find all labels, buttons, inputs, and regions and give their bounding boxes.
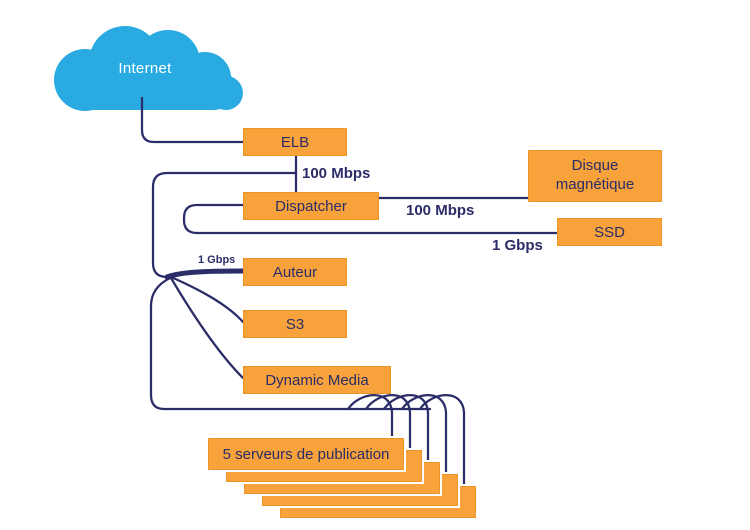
node-serveurs-publication: 5 serveurs de publication	[208, 438, 404, 470]
node-elb-label: ELB	[280, 133, 310, 151]
edge-hook-publication-3	[382, 394, 430, 466]
label-dispatcher-disque-bandwidth: 100 Mbps	[406, 202, 475, 219]
node-ssd: SSD	[557, 218, 662, 246]
edge-hook-publication-2	[364, 394, 412, 454]
label-elb-dispatcher-bandwidth: 100 Mbps	[302, 165, 371, 182]
node-elb: ELB	[243, 128, 347, 156]
node-dispatcher-label: Dispatcher	[275, 197, 347, 215]
node-dispatcher: Dispatcher	[243, 192, 379, 220]
node-dynamic-media-label: Dynamic Media	[265, 371, 369, 389]
edge-junction-publication-trunk	[149, 276, 432, 411]
edge-junction-dynamic-media	[169, 276, 245, 380]
edge-dispatcher-ssd	[182, 203, 559, 235]
internet-label: Internet	[118, 60, 172, 77]
node-auteur-label: Auteur	[272, 263, 318, 281]
edge-junction-s3	[169, 275, 245, 324]
edge-junction-auteur	[164, 268, 246, 280]
internet-cloud-icon	[54, 26, 243, 111]
node-auteur: Auteur	[243, 258, 347, 286]
node-disque-magnetique: Disque magnétique	[528, 150, 662, 202]
node-s3: S3	[243, 310, 347, 338]
edge-hook-publication-4	[400, 394, 448, 478]
edge-trunk-left	[151, 171, 298, 279]
node-serveurs-publication-label: 5 serveurs de publication	[222, 445, 390, 463]
node-ssd-label: SSD	[594, 223, 625, 241]
edge-hook-publication-5	[418, 394, 466, 490]
node-dynamic-media: Dynamic Media	[243, 366, 391, 394]
node-s3-label: S3	[285, 315, 305, 333]
label-auteur-bandwidth: 1 Gbps	[198, 254, 236, 266]
edge-hook-publication-1	[346, 394, 394, 442]
node-disque-magnetique-label: Disque magnétique	[555, 157, 635, 193]
edge-cloud-elb	[140, 96, 245, 144]
label-dispatcher-ssd-bandwidth: 1 Gbps	[492, 237, 543, 254]
